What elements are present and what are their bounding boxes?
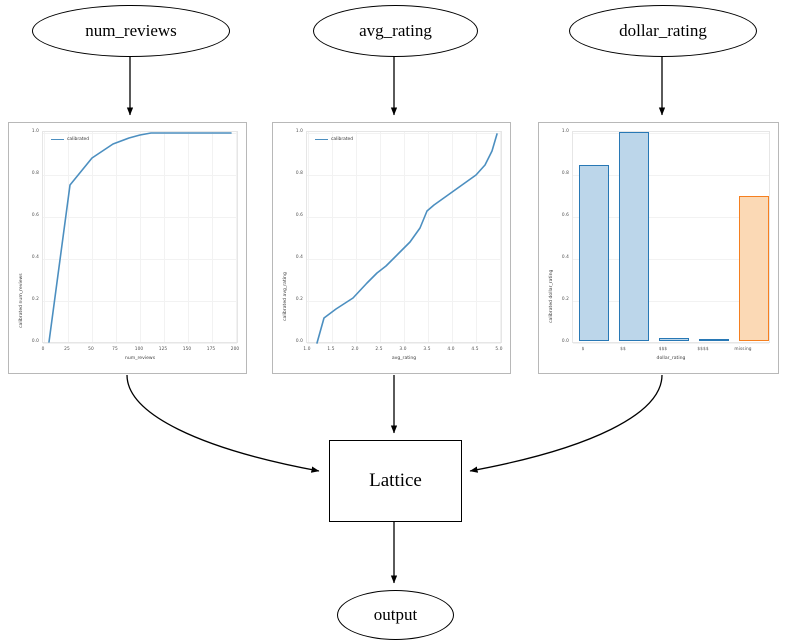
chart2-xtick-6: 4.0 [447,347,455,352]
chart3-ytick-0: 0.0 [561,339,569,344]
node-output[interactable]: output [337,590,454,640]
chart1-legend-label: calibrated [67,137,90,142]
chart2-line-series [316,133,498,344]
chart2-ytick-4: 0.8 [295,171,303,176]
chart2-xtick-2: 2.0 [351,347,359,352]
chart2-legend-swatch [315,138,328,141]
chart2-ytick-5: 1.0 [295,129,303,134]
node-num-reviews-label: num_reviews [85,21,177,40]
node-avg-rating-label: avg_rating [359,21,432,40]
chart1-ytick-0: 0.0 [31,339,39,344]
node-lattice[interactable]: Lattice [329,440,462,522]
chart1-ytick-5: 1.0 [31,129,39,134]
chart1-xtick-8: 200 [230,347,240,352]
chart2-xtick-7: 4.5 [471,347,479,352]
chart2-xtick-0: 1.0 [303,347,311,352]
node-lattice-label: Lattice [369,470,422,491]
chart2-legend: calibrated [315,137,353,142]
chart2-plot-frame: calibrated [306,131,502,344]
chart1-xtick-2: 50 [88,347,94,352]
bar-dollar-4[interactable] [699,339,729,341]
node-output-label: output [373,605,418,624]
node-dollar-rating-label: dollar_rating [619,21,707,40]
chart1-ytick-1: 0.2 [31,297,39,302]
chart1-line-series [48,132,232,343]
node-num-reviews[interactable]: num_reviews [32,5,230,57]
edge-calibrator-num-reviews-to-lattice [126,374,320,473]
bar-dollar-missing[interactable] [739,196,769,341]
bar-dollar-1[interactable] [579,165,609,341]
chart3-xtick-4: missing [734,347,752,352]
node-dollar-rating[interactable]: dollar_rating [569,5,757,57]
chart3-ytick-3: 0.6 [561,213,569,218]
chart1-xtick-4: 100 [134,347,144,352]
chart1-xtick-5: 125 [158,347,168,352]
calibrator-panel-num-reviews[interactable]: calibrated num_reviews cal [8,122,247,374]
chart2-xtick-1: 1.5 [327,347,335,352]
chart2-ytick-3: 0.6 [295,213,303,218]
chart1-xtick-0: 0 [41,347,45,352]
chart2-ytick-0: 0.0 [295,339,303,344]
chart1-xtick-1: 25 [64,347,70,352]
node-avg-rating[interactable]: avg_rating [313,5,478,57]
chart2-xtick-5: 3.5 [423,347,431,352]
chart2-xtick-3: 2.5 [375,347,383,352]
calibrator-panel-dollar-rating[interactable]: calibrated dollar_rating 0.0 0.2 0.4 0.6… [538,122,779,374]
chart1-ytick-4: 0.8 [31,171,39,176]
chart1-xtick-6: 150 [182,347,192,352]
edge-calibrator-dollar-rating-to-lattice [469,374,663,473]
calibrator-panel-avg-rating[interactable]: calibrated avg_rating calibrated [272,122,511,374]
bar-dollar-3[interactable] [659,338,689,341]
chart3-ytick-4: 0.8 [561,171,569,176]
chart2-ytick-1: 0.2 [295,297,303,302]
chart2-xtick-4: 3.0 [399,347,407,352]
chart3-ytick-1: 0.2 [561,297,569,302]
chart2-legend-label: calibrated [331,137,354,142]
chart3-xtick-0: $ [581,347,585,352]
chart1-legend-swatch [51,138,64,141]
chart1-ytick-2: 0.4 [31,255,39,260]
chart3-ytick-5: 1.0 [561,129,569,134]
chart3-xlabel: dollar_rating [656,356,686,361]
chart2-xtick-8: 5.0 [495,347,503,352]
chart2-xlabel: avg_rating [391,356,417,361]
chart1-plot-frame: calibrated [42,131,238,344]
chart3-xtick-1: $$ [620,347,626,352]
chart3-xtick-3: $$$$ [697,347,709,352]
chart3-ytick-2: 0.4 [561,255,569,260]
chart1-ytick-3: 0.6 [31,213,39,218]
chart1-xlabel: num_reviews [124,356,156,361]
chart3-xtick-2: $$$ [658,347,668,352]
chart3-plot-frame [572,131,770,344]
chart2-ytick-2: 0.4 [295,255,303,260]
chart1-legend: calibrated [51,137,89,142]
chart1-xtick-3: 75 [112,347,118,352]
bar-dollar-2[interactable] [619,132,649,341]
chart1-xtick-7: 175 [206,347,216,352]
